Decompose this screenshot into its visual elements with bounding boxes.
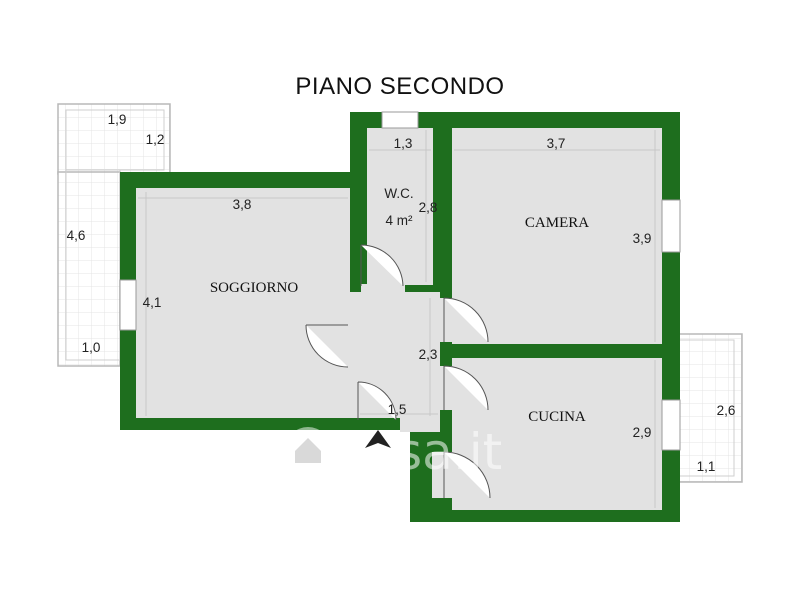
window-cucina <box>661 399 681 451</box>
room-floors <box>136 128 662 510</box>
dimension-lines <box>138 130 660 508</box>
balcony-right <box>677 333 743 483</box>
balcony-left <box>57 103 171 367</box>
dim-wc-width: 1,3 <box>394 136 413 151</box>
window-soggiorno <box>119 279 137 331</box>
room-area-wc: 4 m² <box>386 213 414 228</box>
window-wc <box>381 111 419 129</box>
dim-balcony-left-height: 4,6 <box>67 228 86 243</box>
dim-balcony-right-bottom: 1,1 <box>697 459 716 474</box>
floor-soggiorno <box>136 188 350 418</box>
dim-balcony-left-side-top: 1,2 <box>146 132 165 147</box>
dim-corridor-width: 1,5 <box>388 402 407 417</box>
floor-corridor <box>350 292 440 418</box>
dim-balcony-left-bottom: 1,0 <box>82 340 101 355</box>
dim-cucina-height: 2,9 <box>633 425 652 440</box>
watermark: casa.it <box>286 423 502 481</box>
dim-soggiorno-width: 3,8 <box>233 197 252 212</box>
house-icon <box>286 427 330 471</box>
dimension-labels: 1,9 1,2 4,6 1,0 3,8 4,1 1,3 2,8 3,7 3,9 … <box>67 112 736 474</box>
room-label-wc: W.C. <box>384 186 413 201</box>
room-label-soggiorno: SOGGIORNO <box>210 280 299 296</box>
window-camera <box>661 199 681 253</box>
watermark-text: casa.it <box>338 423 502 481</box>
dim-camera-height: 3,9 <box>633 231 652 246</box>
room-label-camera: CAMERA <box>525 215 589 231</box>
page-title: PIANO SECONDO <box>295 73 504 100</box>
dim-balcony-right-height: 2,6 <box>717 403 736 418</box>
windows <box>119 111 681 451</box>
dim-corridor-height: 2,3 <box>419 347 438 362</box>
dim-soggiorno-height: 4,1 <box>143 295 162 310</box>
entrance-arrow-icon <box>365 430 391 448</box>
dim-balcony-left-top: 1,9 <box>108 112 127 127</box>
dim-wc-height: 2,8 <box>419 200 438 215</box>
doors <box>305 244 491 499</box>
floor-camera <box>452 128 662 344</box>
dim-camera-width: 3,7 <box>547 136 566 151</box>
floor-corridor-bottom <box>400 418 440 432</box>
room-label-cucina: CUCINA <box>528 409 586 425</box>
